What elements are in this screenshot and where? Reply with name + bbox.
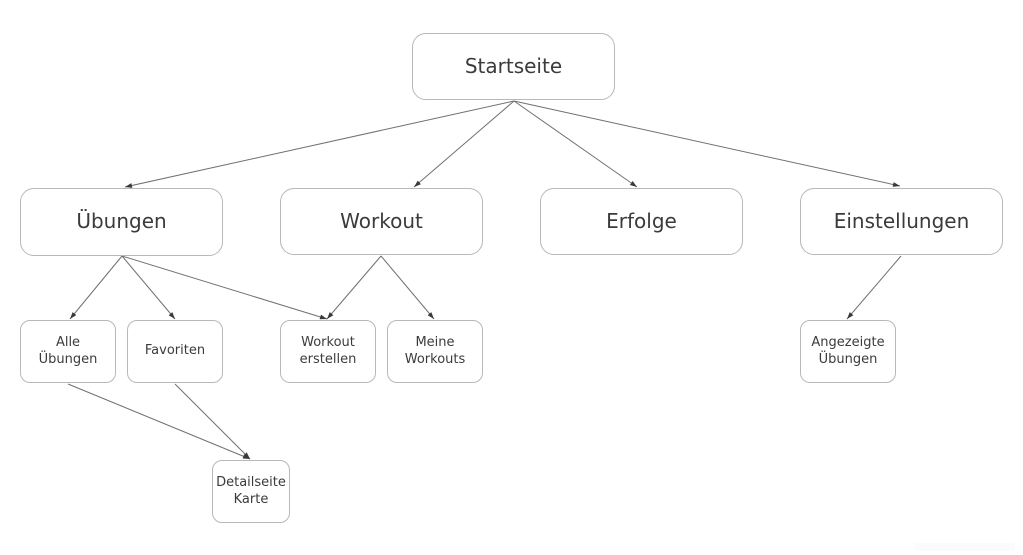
node-label-favoriten: Favoriten bbox=[144, 343, 206, 359]
edge-workout-meine-workouts-arrowhead bbox=[427, 312, 434, 319]
edge-startseite-erfolge bbox=[513, 100, 638, 188]
node-workout[interactable]: Workout bbox=[280, 188, 483, 255]
node-alle-uebungen[interactable]: Alle Übungen bbox=[20, 320, 116, 383]
node-label-alle-uebungen: Alle Übungen bbox=[38, 334, 98, 367]
edge-uebungen-workout-erstellen bbox=[121, 255, 328, 320]
node-meine-workouts[interactable]: Meine Workouts bbox=[387, 320, 483, 383]
edge-workout-workout-erstellen bbox=[326, 255, 382, 320]
edge-alle-uebungen-detailseite bbox=[67, 383, 251, 460]
node-einstellungen[interactable]: Einstellungen bbox=[800, 188, 1003, 255]
node-label-uebungen: Übungen bbox=[76, 209, 167, 234]
node-workout-erstellen[interactable]: Workout erstellen bbox=[280, 320, 376, 383]
edge-uebungen-alle-uebungen bbox=[69, 255, 123, 320]
edge-favoriten-detailseite-arrowhead bbox=[243, 452, 250, 459]
node-uebungen[interactable]: Übungen bbox=[20, 188, 223, 256]
node-label-detailseite-karte: Detailseite Karte bbox=[216, 474, 286, 507]
edge-startseite-workout-arrowhead bbox=[414, 180, 421, 187]
edge-workout-workout-erstellen-arrowhead bbox=[327, 312, 334, 319]
node-label-erfolge: Erfolge bbox=[606, 208, 677, 233]
edge-einstellungen-angezeigte-uebungen bbox=[846, 255, 902, 320]
bottom-right-artifact bbox=[915, 543, 1015, 551]
edge-startseite-workout bbox=[413, 100, 515, 188]
edge-uebungen-favoriten-arrowhead bbox=[168, 312, 175, 319]
node-startseite[interactable]: Startseite bbox=[412, 33, 615, 100]
node-favoriten[interactable]: Favoriten bbox=[127, 320, 223, 383]
edge-workout-meine-workouts bbox=[380, 255, 435, 320]
node-detailseite-karte[interactable]: Detailseite Karte bbox=[212, 460, 290, 523]
edge-alle-uebungen-detailseite-arrowhead bbox=[242, 454, 250, 459]
edge-startseite-einstellungen-arrowhead bbox=[892, 182, 900, 187]
node-label-workout-erstellen: Workout erstellen bbox=[299, 334, 357, 367]
edge-uebungen-alle-uebungen-arrowhead bbox=[70, 312, 77, 319]
edge-uebungen-favoriten bbox=[121, 255, 176, 320]
node-angezeigte-uebungen[interactable]: Angezeigte Übungen bbox=[800, 320, 896, 383]
node-label-meine-workouts: Meine Workouts bbox=[404, 334, 466, 367]
node-label-workout: Workout bbox=[340, 208, 423, 233]
edge-uebungen-workout-erstellen-arrowhead bbox=[319, 314, 327, 320]
edge-startseite-uebungen bbox=[124, 100, 515, 188]
edge-favoriten-detailseite bbox=[174, 383, 251, 460]
edge-startseite-erfolge-arrowhead bbox=[629, 181, 637, 187]
node-label-startseite: Startseite bbox=[464, 53, 563, 78]
node-erfolge[interactable]: Erfolge bbox=[540, 188, 743, 255]
edge-einstellungen-angezeigte-uebungen-arrowhead bbox=[847, 312, 854, 319]
edge-startseite-einstellungen bbox=[513, 100, 901, 187]
node-label-angezeigte-uebungen: Angezeigte Übungen bbox=[811, 334, 885, 367]
node-label-einstellungen: Einstellungen bbox=[833, 208, 970, 233]
